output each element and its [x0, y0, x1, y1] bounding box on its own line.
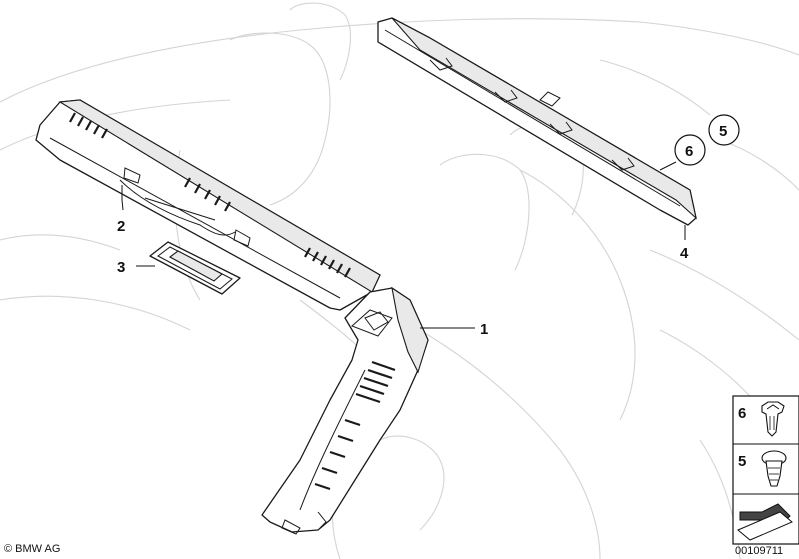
leader-2 — [121, 185, 124, 211]
leader-lines — [121, 161, 686, 329]
legend-num-6: 6 — [738, 405, 746, 422]
clip-icon — [761, 401, 785, 437]
push-rivet-icon — [761, 450, 787, 487]
part-pillar-trim — [261, 286, 429, 535]
callout-6: 6 — [685, 143, 693, 160]
fastener-legend: 6 5 — [732, 395, 799, 545]
part-rear-trim — [377, 17, 697, 226]
header-ribs — [69, 112, 351, 278]
pillar-ribs — [314, 360, 396, 491]
callout-5: 5 — [719, 123, 727, 140]
diagram-number: 00109711 — [735, 545, 783, 557]
callout-5-circle — [708, 114, 740, 146]
callout-1: 1 — [480, 321, 488, 338]
legend-num-5: 5 — [738, 453, 746, 470]
callout-6-circle — [674, 134, 706, 166]
callout-4: 4 — [680, 245, 689, 262]
callout-2: 2 — [117, 218, 125, 235]
part-lamp-cover — [149, 241, 241, 295]
callouts: 1 2 3 4 5 6 — [117, 114, 740, 338]
callout-3: 3 — [117, 259, 125, 276]
copyright-text: © BMW AG — [4, 543, 60, 555]
arrow-icon — [737, 503, 793, 541]
leader-6 — [659, 161, 677, 171]
part-header-trim — [35, 99, 381, 311]
